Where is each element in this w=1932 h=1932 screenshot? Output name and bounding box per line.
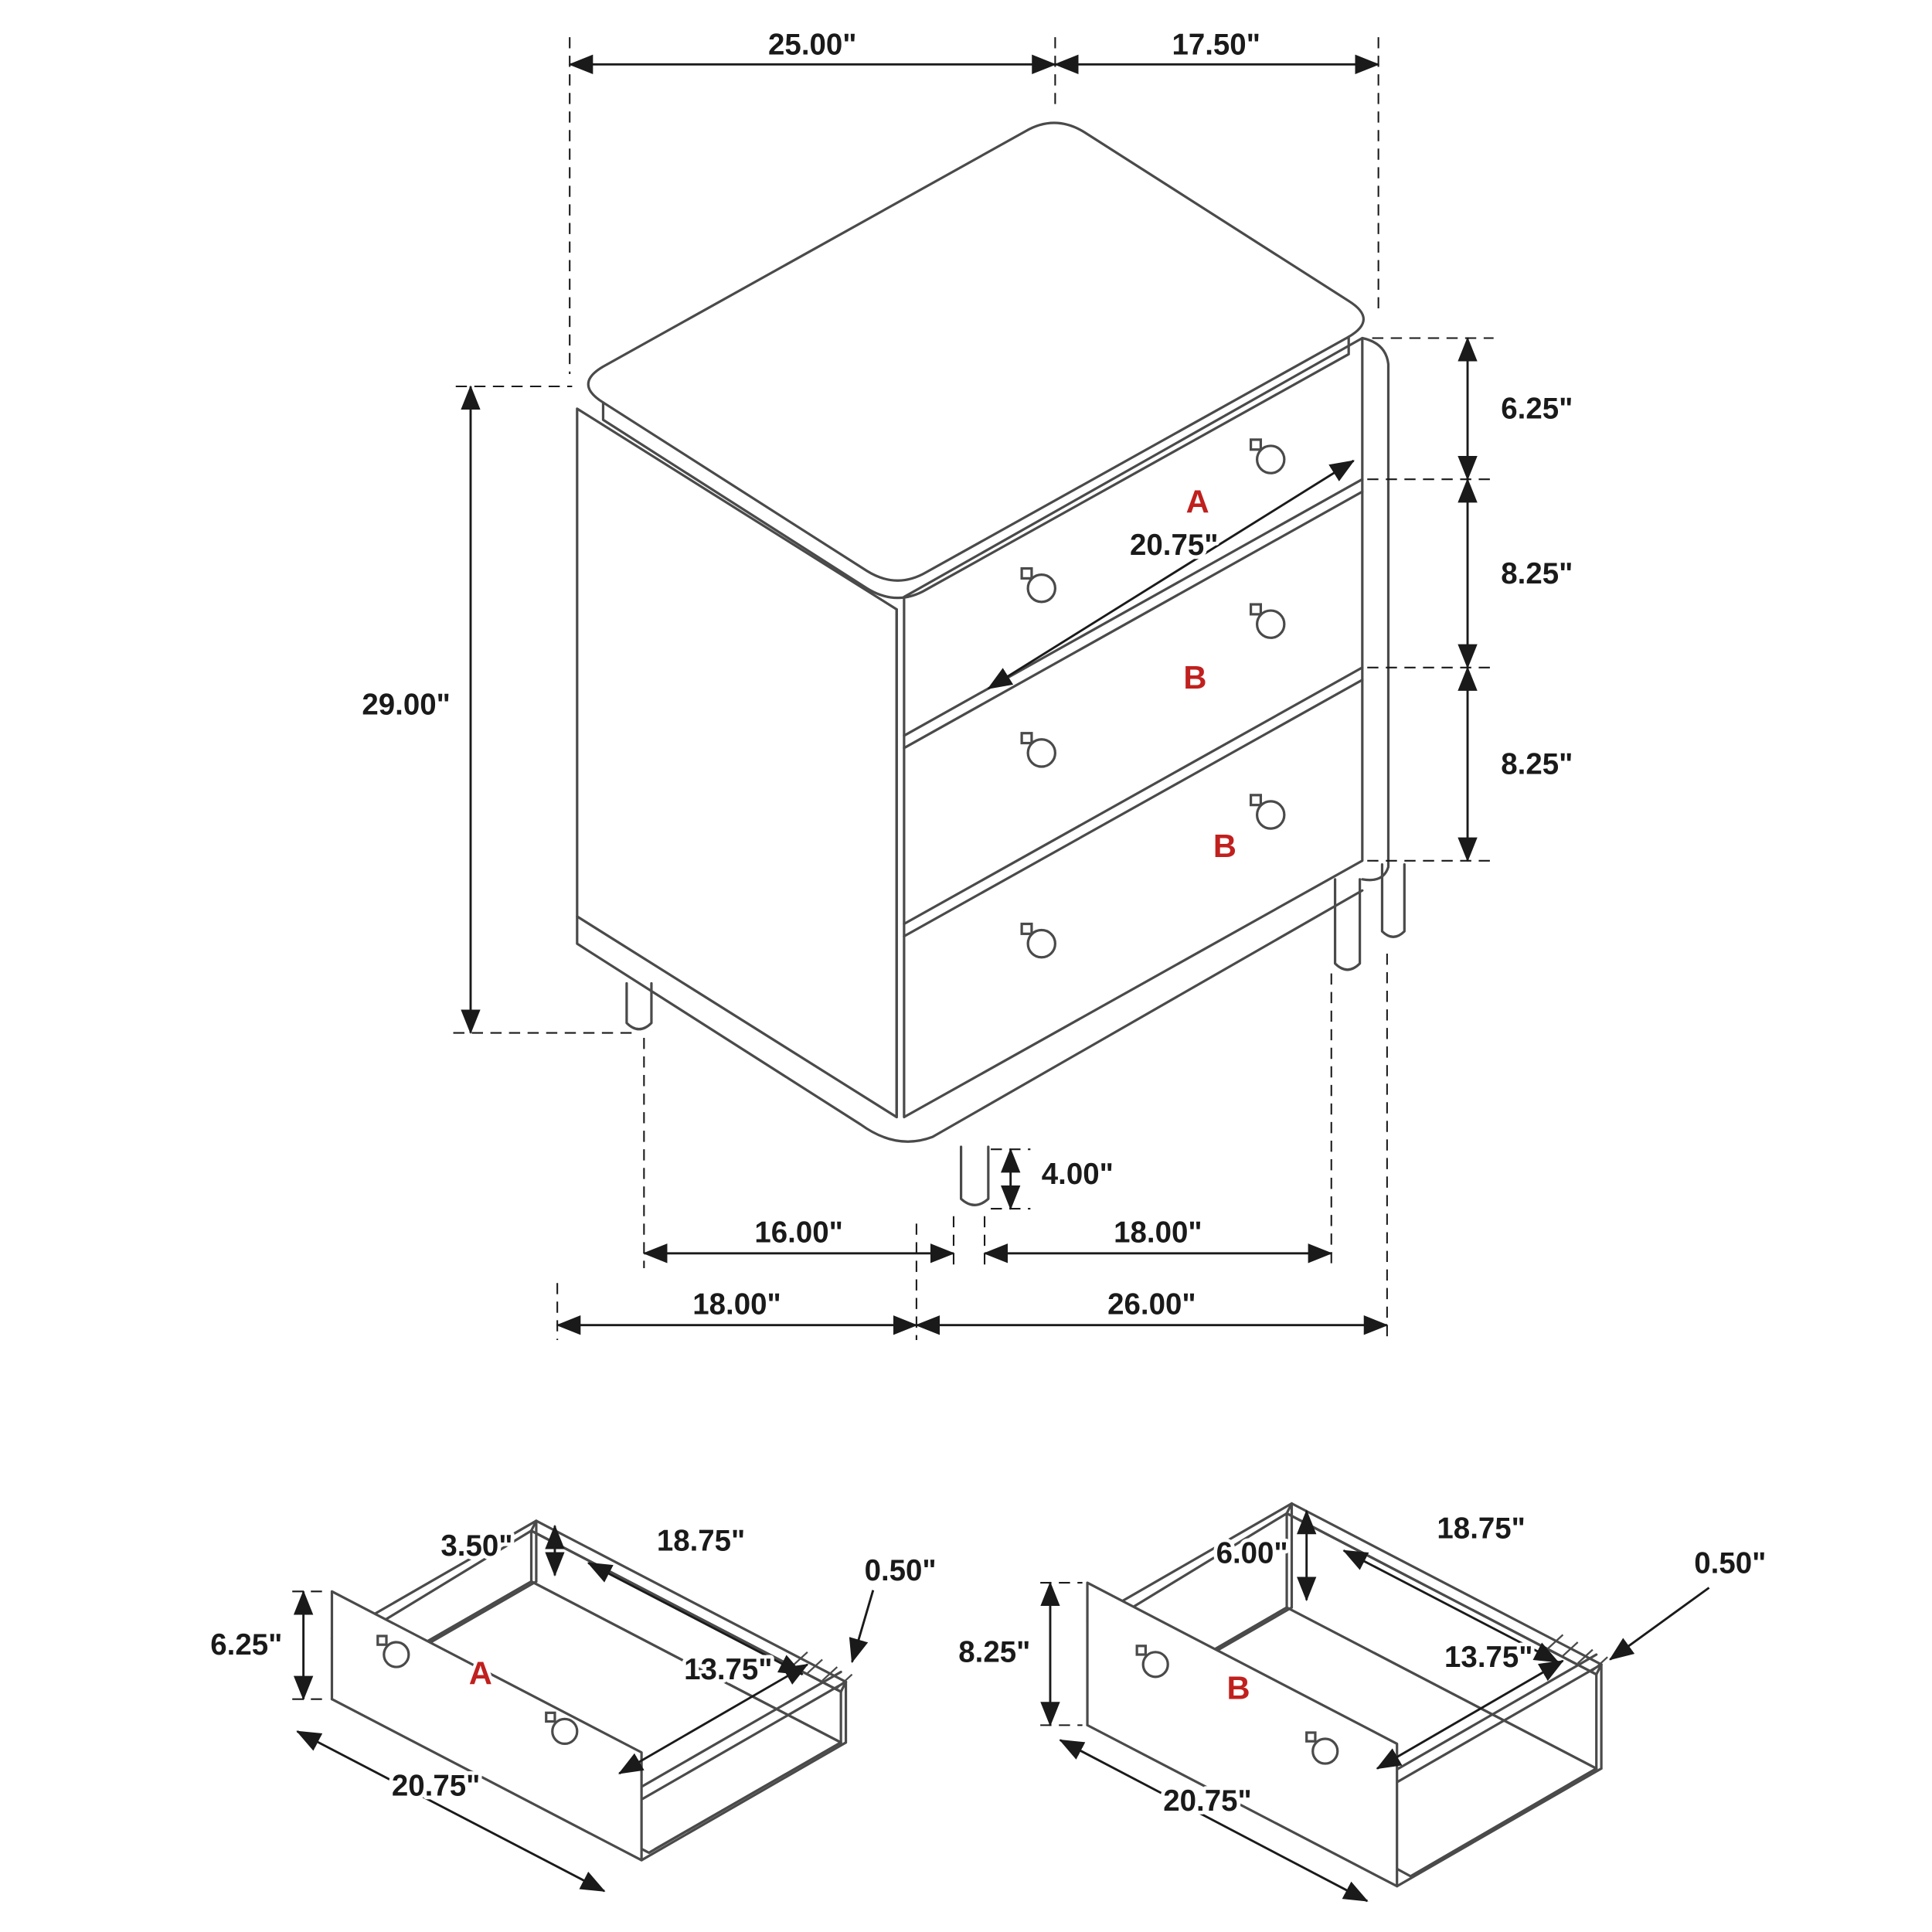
label-a-back-height: 3.50" [440,1529,512,1563]
label-side-leg-spacing: 18.00" [1114,1216,1202,1249]
knob-icon [1256,800,1286,830]
drawer-b-detail-letter: B [1227,1670,1250,1706]
leg-front-right [1333,878,1362,971]
label-a-wall-thickness: 0.50" [865,1554,937,1587]
drawer-a-dimensions [292,1524,875,1893]
label-drawer-front-width: 20.75" [1130,529,1218,562]
label-top-depth: 17.50" [1172,29,1260,62]
knob-icon [551,1717,579,1746]
knob-icon [1026,738,1056,768]
leg-front [959,1145,990,1206]
label-b-wall-thickness: 0.50" [1694,1546,1766,1580]
label-b-inner-depth: 13.75" [1444,1641,1532,1674]
label-overall-height: 29.00" [362,689,450,722]
label-drawer1-height: 6.25" [1501,393,1573,426]
front-right-corner-post [1361,336,1390,882]
label-front-leg-spacing: 16.00" [754,1216,842,1249]
label-b-front-width: 20.75" [1163,1784,1251,1818]
leg-back-left [625,981,653,1031]
chest-top [587,121,1365,600]
top-edge-thickness [601,335,1350,600]
bottom-rail [576,889,1364,1143]
knob-icon [1311,1737,1339,1765]
label-a-inner-depth: 13.75" [684,1653,772,1686]
label-b-front-height: 8.25" [958,1636,1030,1669]
knob-icon [1249,794,1263,807]
label-drawer3-height: 8.25" [1501,748,1573,781]
label-b-back-height: 6.00" [1216,1536,1288,1570]
label-top-width: 25.00" [768,29,856,62]
label-b-inner-width: 18.75" [1437,1512,1525,1545]
leg-back-right [1380,862,1406,938]
knob-icon [1141,1651,1169,1679]
extension-lines [453,37,1494,1340]
knob-icon [1249,603,1263,616]
drawer-b2-letter: B [1213,828,1236,864]
label-base-width: 26.00" [1107,1287,1196,1321]
knob-icon [1135,1645,1147,1656]
knob-icon [376,1634,388,1646]
knob-icon [1256,609,1286,639]
knob-icon [383,1641,410,1668]
knob-icon [1256,444,1286,474]
label-drawer2-height: 8.25" [1501,557,1573,590]
label-a-inner-width: 18.75" [657,1524,745,1557]
knob-icon [1026,573,1056,604]
knob-icon [1020,922,1033,935]
knob-icon [1026,928,1056,959]
drawer-a-box [330,1519,853,1862]
chest-legs [625,862,1406,1206]
drawer-a-detail: A 3.50" 18.75" 0.50" 6.25" 13.75" 20.75" [206,1519,940,1893]
dimension-lines [461,54,1478,1335]
drawer-a-letter: A [1186,483,1209,519]
knob-icon [545,1711,556,1723]
label-base-depth: 18.00" [692,1287,781,1321]
chest-isometric-view: A B B [359,25,1577,1340]
drawer-b-letter: B [1183,659,1206,696]
knob-icon [1020,566,1033,580]
knob-icon [1249,438,1263,451]
drawer-b-detail: B 6.00" 18.75" 0.50" 8.25" 13.75" 20.75" [954,1502,1770,1903]
drawer-divider-2 [903,666,1364,938]
drawer-b-dimensions [1040,1509,1710,1903]
label-a-front-height: 6.25" [210,1628,282,1662]
label-a-front-width: 20.75" [392,1770,480,1803]
knob-icon [1305,1731,1317,1743]
label-leg-height: 4.00" [1042,1158,1114,1191]
drawer-a-detail-letter: A [469,1655,492,1691]
drawer-b-box [1086,1502,1608,1888]
knob-icon [1020,732,1033,745]
